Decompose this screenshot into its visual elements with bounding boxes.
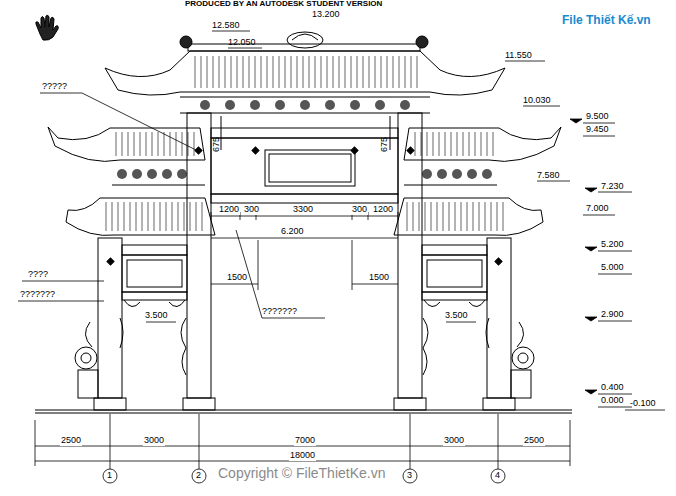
side-bay <box>48 113 215 410</box>
elevation-mark: 0.000 <box>601 396 624 406</box>
watermark: File Thiết Kế.vn <box>562 14 651 27</box>
elevation-mark: 9.500 <box>586 112 609 122</box>
elevation-marks <box>212 31 665 410</box>
elevation-mark: 7.230 <box>601 182 624 192</box>
dimension: 3.500 <box>445 311 468 321</box>
callout-text: ??????? <box>20 290 55 300</box>
axis-number: 3 <box>407 471 412 481</box>
dimension: 300 <box>243 205 260 215</box>
stamp-text: PRODUCED BY AN AUTODESK STUDENT VERSION <box>185 0 382 9</box>
elevation-mark: 12.050 <box>228 38 256 48</box>
dimension: 6.200 <box>280 227 305 237</box>
dimension: 3000 <box>443 436 465 446</box>
dimension: 7000 <box>294 436 316 446</box>
dimension: 2500 <box>60 436 82 446</box>
callout-text: ???? <box>28 270 48 280</box>
dimension: 1200 <box>218 205 240 215</box>
dimension: 300 <box>351 205 368 215</box>
elevation-mark: 5.000 <box>601 263 624 273</box>
hand-icon <box>36 15 59 40</box>
watermark: Copyright © FileThietKe.vn <box>218 466 386 481</box>
axis-number: 4 <box>495 471 500 481</box>
elevation-mark: 10.030 <box>523 96 551 106</box>
central-lintel <box>195 116 414 203</box>
elevation-mark: 7.580 <box>537 171 560 181</box>
dimension-lines <box>35 212 570 483</box>
elevation-mark: -0.100 <box>630 399 656 409</box>
dimension: 675 <box>380 137 390 152</box>
axis-number: 1 <box>107 471 112 481</box>
dimension: 18000 <box>289 451 316 461</box>
dimension: 675 <box>212 137 222 152</box>
ground-line <box>35 413 572 414</box>
elevation-mark: 2.900 <box>601 310 624 320</box>
central-roof <box>105 32 505 113</box>
elevation-mark: 7.000 <box>586 204 609 214</box>
dimension: 3000 <box>143 436 165 446</box>
leader-lines <box>18 93 476 322</box>
elevation-mark: 5.200 <box>601 240 624 250</box>
dimension: 3.500 <box>145 311 168 321</box>
elevation-mark: 11.550 <box>505 51 532 61</box>
dimension: 1200 <box>372 205 394 215</box>
dimension: 3300 <box>292 205 314 215</box>
elevation-mark: 0.400 <box>601 383 624 393</box>
callout-text: ??????? <box>262 307 297 317</box>
dimension: 1500 <box>226 273 248 283</box>
dimension: 2500 <box>523 436 545 446</box>
axis-number: 2 <box>196 471 201 481</box>
callout-text: ????? <box>42 82 67 92</box>
elevation-mark: 13.200 <box>312 10 340 20</box>
elevation-mark: 9.450 <box>586 125 609 135</box>
elevation-mark: 12.580 <box>212 21 240 31</box>
dimension: 1500 <box>368 273 390 283</box>
